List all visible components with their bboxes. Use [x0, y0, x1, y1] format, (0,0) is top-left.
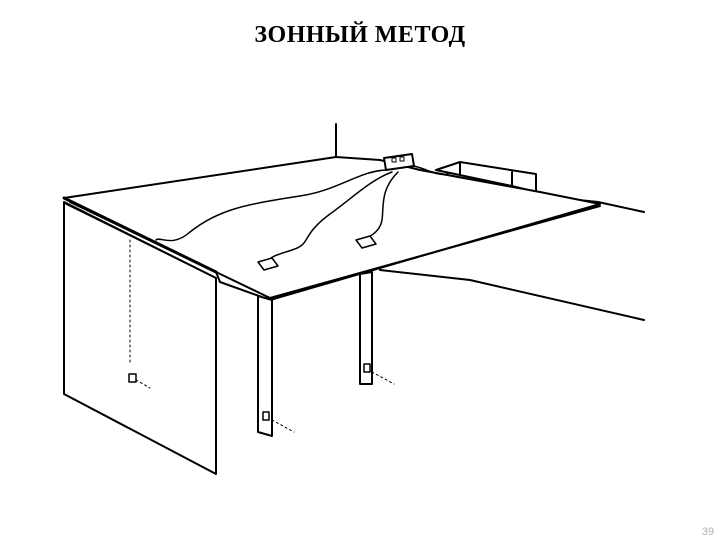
desk-legs: [257, 271, 395, 437]
cable-plugs: [257, 235, 377, 271]
slide-title: ЗОННЫЙ МЕТОД: [254, 22, 466, 48]
wall-cable-box: [435, 161, 537, 193]
page-number: 39: [701, 526, 714, 538]
desk-outlet-block: [383, 153, 415, 171]
desk-top: [62, 156, 601, 301]
